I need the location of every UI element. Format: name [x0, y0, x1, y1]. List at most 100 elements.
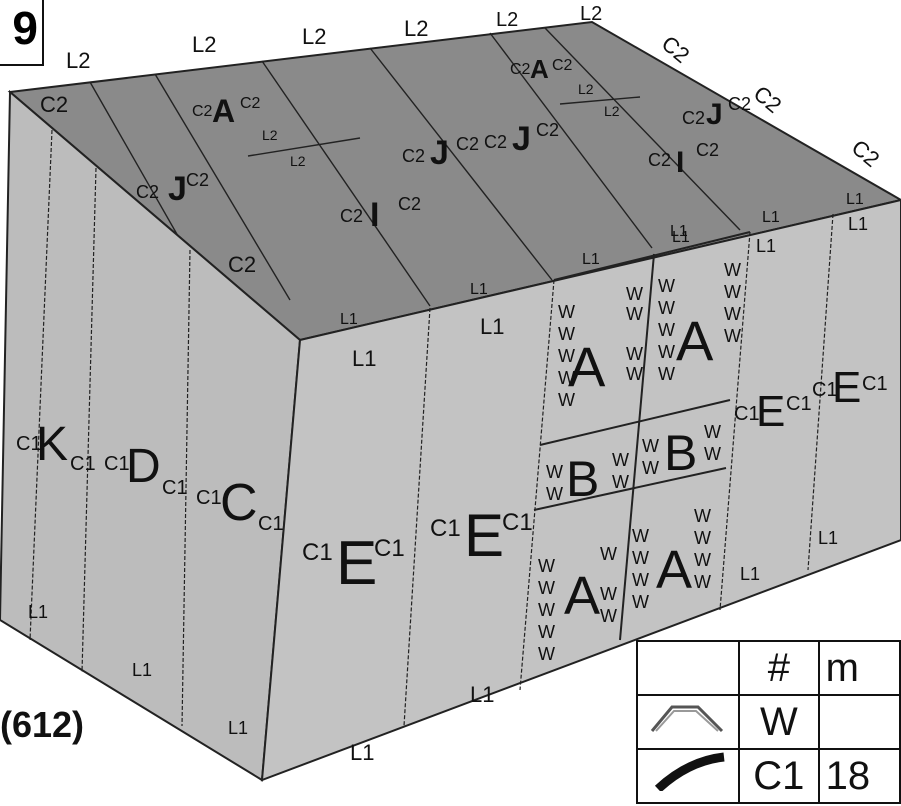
roof-gable-label: C2	[228, 252, 256, 277]
svg-text:A: A	[212, 93, 235, 129]
svg-text:L1: L1	[28, 602, 48, 622]
column-E-3: C1 E C1 L1 L1	[734, 236, 812, 584]
svg-text:J: J	[512, 120, 531, 158]
svg-text:W: W	[600, 606, 617, 626]
svg-text:C2: C2	[536, 120, 559, 140]
svg-text:W: W	[658, 364, 675, 384]
svg-text:L1: L1	[480, 314, 504, 339]
svg-text:L2: L2	[578, 81, 594, 97]
svg-text:C2: C2	[136, 182, 159, 202]
legend-row-label: W	[738, 694, 820, 750]
roof-piece-A-2: C2 A C2 L2	[510, 54, 594, 97]
svg-text:L1: L1	[756, 236, 776, 256]
svg-text:W: W	[724, 326, 741, 346]
svg-text:A: A	[564, 566, 600, 626]
svg-text:W: W	[658, 298, 675, 318]
svg-text:W: W	[724, 282, 741, 302]
roof-lower-edge-label: L1	[340, 311, 358, 328]
c1-curve-icon	[635, 748, 741, 804]
legend-row-label: C1	[738, 748, 820, 804]
roof-lower-edge-label: L1	[470, 281, 488, 298]
svg-text:W: W	[658, 276, 675, 296]
roof-lower-edge-label: L1	[672, 229, 690, 246]
roof-piece-J-4: C2 J C2 L2	[604, 94, 751, 131]
roof-lower-edge-label: L1	[846, 191, 864, 208]
svg-text:L1: L1	[350, 740, 374, 765]
centre-panel-top-right: A W W W W W W W W W	[658, 260, 741, 384]
column-K: C1 K C1 L1	[16, 418, 96, 622]
legend-table: # m W C1 18	[635, 640, 901, 804]
centre-panel-middle-right: B W W W W	[642, 422, 721, 481]
svg-text:W: W	[558, 368, 575, 388]
svg-text:C2: C2	[682, 108, 705, 128]
centre-panel-bottom-right: A W W W W W W W W	[632, 506, 711, 612]
svg-text:C2: C2	[192, 103, 213, 120]
svg-text:W: W	[694, 528, 711, 548]
legend-header-cell: #	[738, 640, 820, 696]
legend-header-cell: m	[817, 640, 901, 696]
centre-panel-bottom-left: A W W W W W W W W	[538, 544, 617, 664]
svg-text:W: W	[704, 444, 721, 464]
svg-text:C2: C2	[340, 206, 363, 226]
svg-text:L1: L1	[352, 346, 376, 371]
roof-lower-edge-label: L1	[582, 251, 600, 268]
svg-text:L1: L1	[132, 660, 152, 680]
roof-piece-J-1: C2 J C2	[136, 170, 209, 208]
roof-edge-label: L2	[404, 16, 428, 41]
svg-text:W: W	[612, 450, 629, 470]
legend-header-cell	[635, 640, 741, 696]
roof-piece-I-2: C2 I C2	[648, 140, 719, 179]
svg-text:W: W	[558, 324, 575, 344]
figure-number: 9	[0, 0, 44, 66]
svg-text:A: A	[568, 335, 606, 398]
svg-text:C2: C2	[510, 61, 531, 78]
svg-text:W: W	[558, 346, 575, 366]
roof-corner-label: C2	[40, 92, 68, 117]
centre-panel-edge-label: L1	[670, 223, 688, 240]
svg-text:C1: C1	[302, 539, 333, 566]
svg-text:W: W	[632, 570, 649, 590]
svg-text:W: W	[626, 284, 643, 304]
svg-text:J: J	[706, 98, 723, 131]
roof-piece-J-3: C2 J C2	[484, 120, 559, 158]
svg-text:W: W	[626, 344, 643, 364]
svg-text:W: W	[658, 342, 675, 362]
legend-row: W	[635, 694, 901, 750]
svg-text:C2: C2	[648, 150, 671, 170]
svg-text:C2: C2	[398, 194, 421, 214]
svg-text:C1: C1	[258, 513, 284, 535]
column-D: C1 D C1 L1	[104, 440, 188, 680]
column-E-1: C1 E C1 L1 L1	[302, 346, 405, 765]
svg-text:D: D	[126, 440, 161, 493]
column-E-2: C1 E C1 L1 L1	[430, 314, 533, 707]
svg-text:J: J	[430, 134, 449, 172]
svg-text:W: W	[600, 584, 617, 604]
svg-text:C1: C1	[70, 453, 96, 475]
svg-text:E: E	[756, 387, 785, 436]
svg-text:W: W	[538, 644, 555, 664]
svg-text:W: W	[632, 548, 649, 568]
svg-text:L2: L2	[604, 103, 620, 119]
roof-edge-label: L2	[302, 24, 326, 49]
svg-text:W: W	[632, 526, 649, 546]
svg-text:C1: C1	[16, 433, 42, 455]
svg-text:W: W	[724, 304, 741, 324]
roof-edge-label: L2	[192, 32, 216, 57]
svg-text:C1: C1	[502, 509, 533, 536]
svg-text:C1: C1	[786, 393, 812, 415]
svg-text:W: W	[600, 544, 617, 564]
svg-text:E: E	[336, 529, 377, 598]
quantity-label: (612)	[0, 704, 85, 745]
svg-text:W: W	[538, 600, 555, 620]
svg-text:W: W	[642, 436, 659, 456]
svg-text:C1: C1	[430, 515, 461, 542]
svg-text:W: W	[538, 622, 555, 642]
svg-text:L1: L1	[818, 528, 838, 548]
svg-text:C1: C1	[862, 373, 888, 395]
svg-text:I: I	[676, 146, 684, 179]
centre-panel-middle-left: B W W W W	[546, 450, 629, 507]
svg-text:W: W	[626, 364, 643, 384]
svg-text:C1: C1	[196, 487, 222, 509]
svg-text:W: W	[538, 578, 555, 598]
